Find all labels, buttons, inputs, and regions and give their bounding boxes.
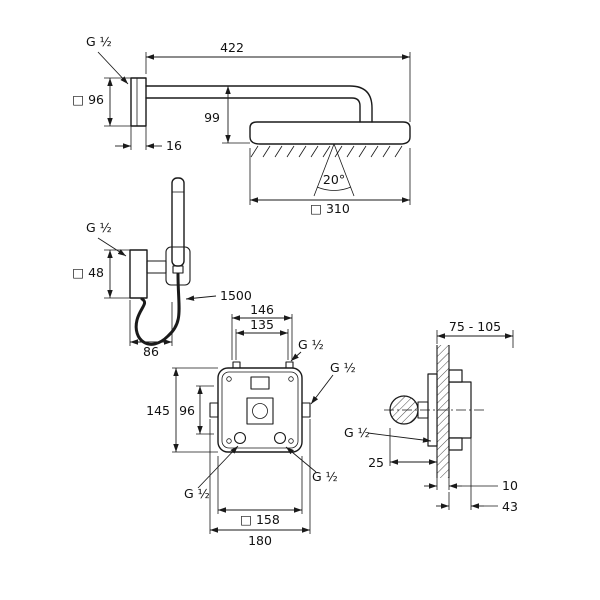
dim-label-head-310: □ 310 [310,201,350,216]
dim-label-146: 146 [250,302,274,317]
screw-bottom-right [288,438,294,444]
dim-label-projection-86: 86 [143,344,159,359]
dim-label-180: 180 [248,533,272,548]
thread-label-top: G ½ [298,337,324,352]
hose-length-leader [185,295,217,301]
thread-label-head: G ½ [86,34,112,49]
dim-label-135: 135 [250,317,274,332]
top-port-right [285,361,294,369]
wall-union-bracket [129,249,148,299]
dim-label-flange-depth-16: 16 [166,138,182,153]
dim-label-10: 10 [502,478,518,493]
valve-side-view: 75 - 105 G ½ 25 10 43 [344,319,518,514]
dim-label-bracket-48: □ 48 [72,265,104,280]
dim-label-43: 43 [502,499,518,514]
valve-bottom-connection [448,437,463,451]
faceplate-port-bottom-left [233,431,247,445]
thread-leader-top [290,351,302,362]
shower-head [249,121,411,145]
dim-label-75-105: 75 - 105 [449,319,501,334]
screw-top-left [226,376,232,382]
thread-leader-bottom-left [197,445,239,489]
faceplate-top-window [250,376,270,390]
wall-section-hatch [437,345,449,478]
faceplate-inner-edge [221,371,299,449]
valve-top-connection [448,369,463,383]
screw-top-right [288,376,294,382]
head-extension-lines [104,52,411,205]
shower-arm [145,85,373,123]
spray-hatch [250,145,403,158]
side-port-right [301,402,311,418]
thread-leader-bottom-right [285,446,317,473]
top-port-left [232,361,241,369]
hand-shower-wand [171,177,185,267]
dim-label-hose-1500: 1500 [220,288,252,303]
dim-label-flange-96: □ 96 [72,92,104,107]
dim-label-145: 145 [146,403,170,418]
hose-nut [172,265,184,274]
screw-bottom-left [226,438,232,444]
dim-label-25: 25 [368,455,384,470]
dim-label-drop-99: 99 [204,110,220,125]
thread-leader-hand [97,237,127,257]
faceplate-front-view: 146 135 G ½ G ½ 145 96 G ½ G ½ □ 158 180 [146,302,356,548]
thread-label-side: G ½ [344,425,370,440]
dim-label-arm-422: 422 [220,40,244,55]
faceplate-center-circle [252,403,268,419]
thread-leader-head [97,51,129,85]
faceplate-port-bottom-right [273,431,287,445]
thread-leader-side [367,432,432,443]
thread-leader-right [310,374,334,405]
dim-label-158: □ 158 [240,512,280,527]
hand-shower-view: G ½ □ 48 1500 86 [72,177,252,359]
wall-flange [130,77,147,127]
faceplate-extension-lines [172,314,311,534]
dim-label-96: 96 [179,403,195,418]
thread-label-bottom-right: G ½ [312,469,338,484]
head-shower-view: G ½ □ 96 422 99 16 20° □ 310 [72,34,411,216]
thread-label-bottom-left: G ½ [184,486,210,501]
thread-label-hand: G ½ [86,220,112,235]
dim-label-spray-angle: 20° [323,172,345,187]
holder-arm [146,260,167,274]
thread-label-right: G ½ [330,360,356,375]
faceplate-center-knob [246,397,274,425]
side-port-left [209,402,219,418]
spray-angle-arc [316,186,352,191]
